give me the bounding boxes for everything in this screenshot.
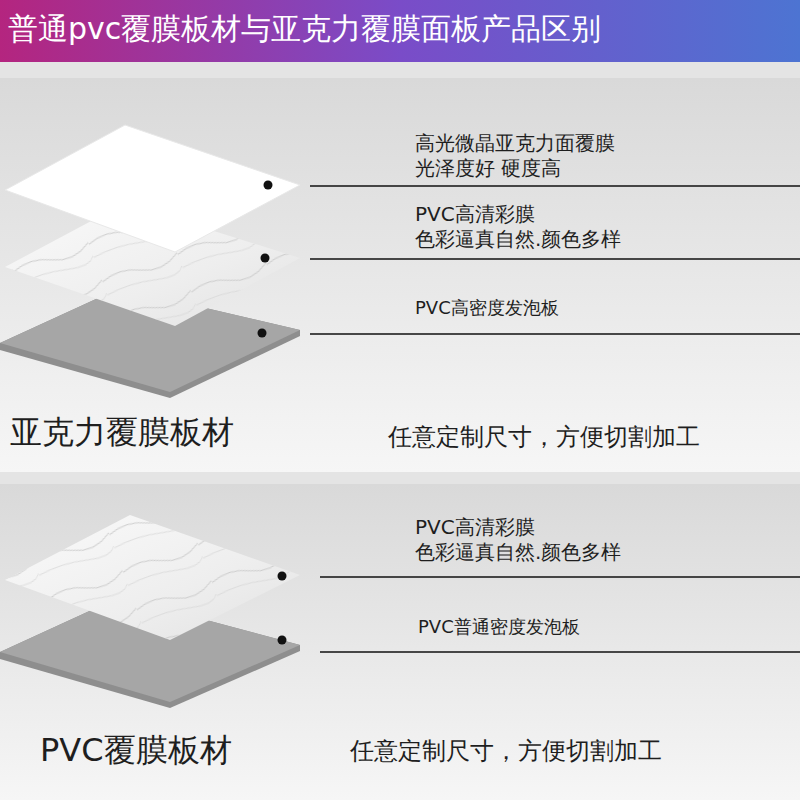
layer-label: 色彩逼真自然.颜色多样 [415, 228, 621, 251]
panel [0, 78, 800, 472]
product-name: 亚克力覆膜板材 [10, 414, 234, 451]
layer-stack [0, 125, 800, 398]
title: 普通pvc覆膜板材与亚克力覆膜面板产品区别 [8, 12, 601, 47]
layer-label: 光泽度好 硬度高 [415, 157, 561, 180]
product-name: PVC覆膜板材 [40, 732, 232, 769]
layer-label: 高光微晶亚克力面覆膜 [415, 132, 615, 155]
note: 任意定制尺寸，方便切割加工 [388, 424, 700, 452]
note: 任意定制尺寸，方便切割加工 [350, 738, 662, 766]
layer-stack [0, 515, 800, 708]
header-band [0, 0, 800, 62]
layer-label: PVC高密度发泡板 [415, 298, 559, 319]
layer-label: PVC高清彩膜 [415, 203, 535, 226]
layer-label: PVC高清彩膜 [415, 516, 535, 539]
panel [0, 484, 800, 800]
layer-label: PVC普通密度发泡板 [418, 617, 580, 638]
layer-label: 色彩逼真自然.颜色多样 [415, 541, 621, 564]
